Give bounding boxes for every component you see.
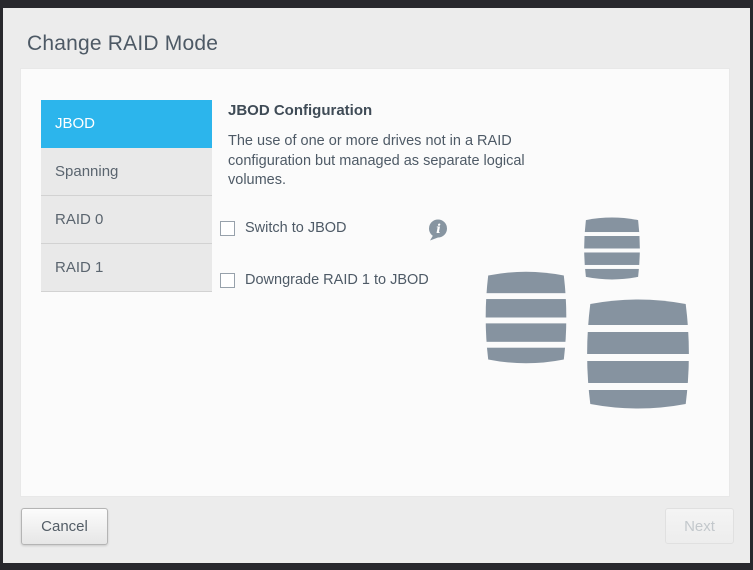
sidebar-item-jbod[interactable]: JBOD — [41, 100, 212, 148]
sidebar-item-raid0[interactable]: RAID 0 — [41, 196, 212, 244]
switch-to-jbod-label: Switch to JBOD — [245, 220, 347, 236]
downgrade-raid1-label: Downgrade RAID 1 to JBOD — [245, 272, 429, 288]
section-heading: JBOD Configuration — [228, 102, 373, 119]
downgrade-raid1-checkbox[interactable] — [220, 272, 235, 288]
raid-mode-panel: JBOD Spanning RAID 0 RAID 1 JBOD Configu… — [20, 68, 730, 497]
sidebar-item-spanning[interactable]: Spanning — [41, 148, 212, 196]
section-description: The use of one or more drives not in a R… — [228, 133, 525, 188]
disk-stack-medium-icon — [482, 268, 570, 367]
switch-to-jbod-row[interactable]: Switch to JBOD — [220, 220, 347, 236]
sidebar-item-raid1[interactable]: RAID 1 — [41, 244, 212, 292]
svg-text:i: i — [436, 221, 441, 236]
cancel-button[interactable]: Cancel — [21, 508, 108, 545]
page-title: Change RAID Mode — [27, 32, 219, 55]
switch-to-jbod-checkbox[interactable] — [220, 220, 235, 236]
disk-stack-large-icon — [582, 295, 694, 413]
raid-mode-list: JBOD Spanning RAID 0 RAID 1 — [41, 100, 212, 292]
disk-stack-small-icon — [581, 215, 643, 282]
next-button[interactable]: Next — [665, 508, 734, 544]
dialog-page: Change RAID Mode JBOD Spanning RAID 0 RA… — [3, 8, 750, 563]
downgrade-raid1-row[interactable]: Downgrade RAID 1 to JBOD — [220, 272, 429, 288]
info-icon[interactable]: i — [428, 219, 448, 241]
